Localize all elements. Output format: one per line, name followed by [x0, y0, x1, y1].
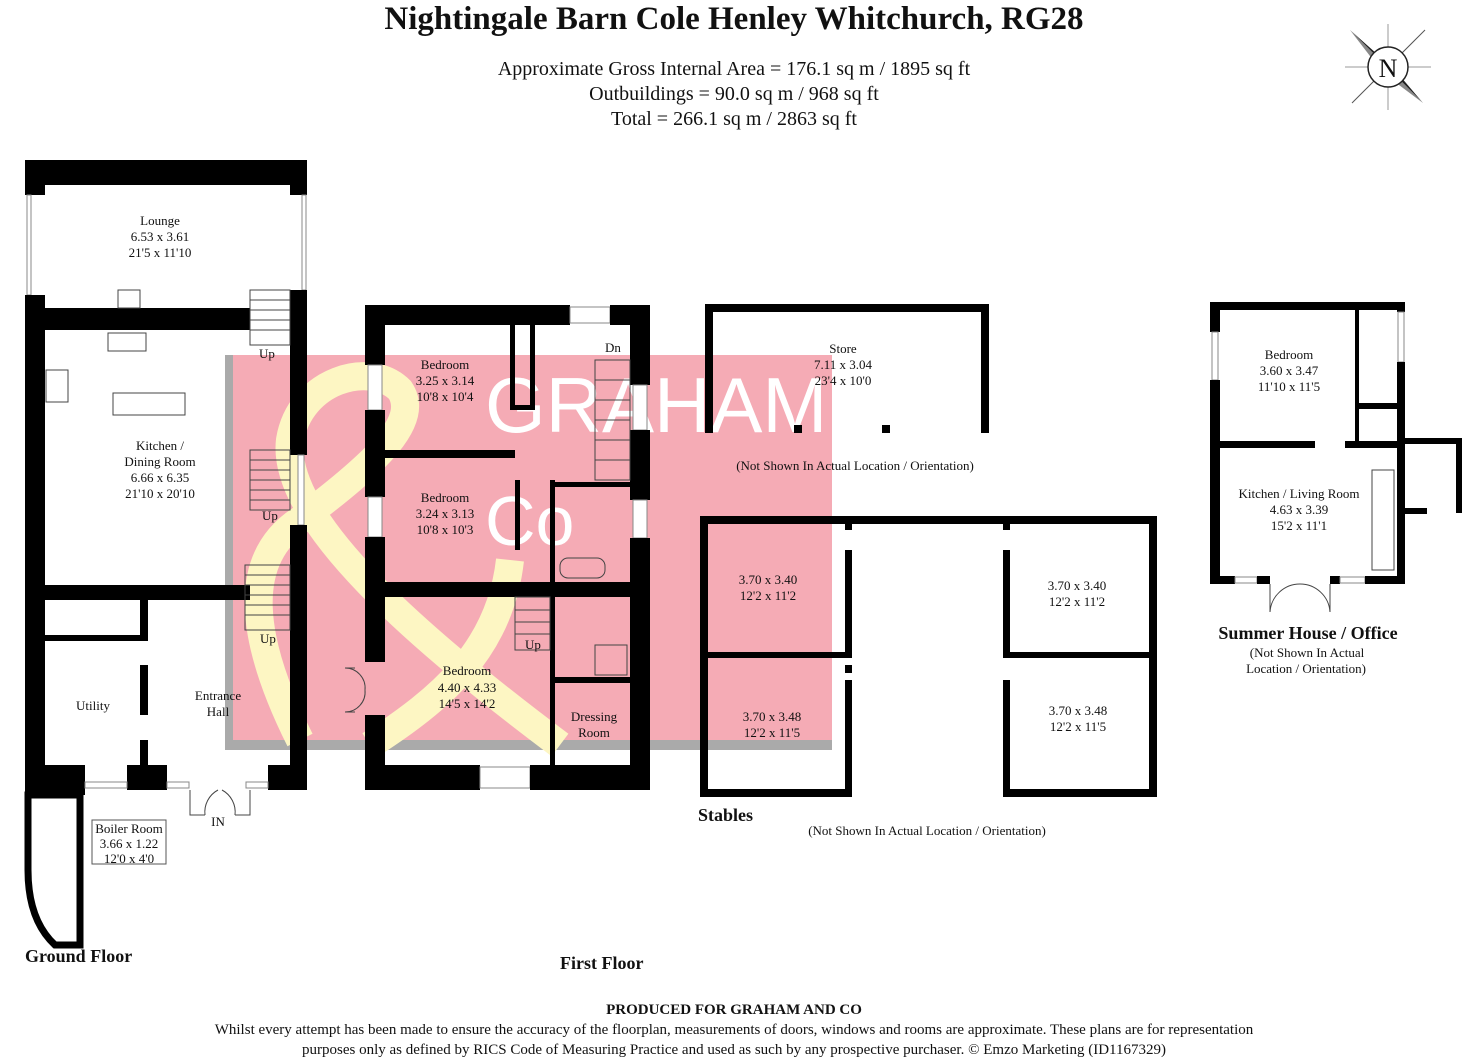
room-imperial: 12'2 x 11'5	[744, 725, 800, 740]
summer-house-note: (Not Shown In Actual	[1250, 645, 1365, 660]
room-bedroom-3: Bedroom 4.40 x 4.33 14'5 x 14'2	[438, 663, 497, 711]
room-dressing-room: Room	[578, 725, 610, 740]
store-location-note: (Not Shown In Actual Location / Orientat…	[736, 458, 974, 473]
room-name: Boiler Room	[95, 821, 163, 836]
room-imperial: 23'4 x 10'0	[815, 373, 872, 388]
stable-box-4: 3.70 x 3.48 12'2 x 11'5	[1049, 703, 1108, 734]
room-lounge: Lounge 6.53 x 3.61 21'5 x 11'10	[129, 213, 192, 260]
room-imperial: 12'2 x 11'2	[1049, 594, 1105, 609]
watermark-border-bottom	[225, 740, 832, 750]
stairs-up-label: Up	[525, 637, 541, 652]
gross-internal-area: Approximate Gross Internal Area = 176.1 …	[498, 58, 971, 80]
room-name: Store	[829, 341, 857, 356]
room-summer-bedroom: Bedroom 3.60 x 3.47 11'10 x 11'5	[1258, 347, 1320, 394]
room-kitchen-dining: Kitchen / Dining Room 6.66 x 6.35 21'10 …	[124, 438, 195, 501]
room-name: Kitchen /	[136, 438, 184, 453]
stables-label: Stables	[698, 805, 753, 825]
room-imperial: 12'0 x 4'0	[104, 851, 154, 866]
room-metric: 4.63 x 3.39	[1270, 502, 1329, 517]
stairs-up-label: Up	[262, 508, 278, 523]
room-name: Lounge	[140, 213, 180, 228]
page-title: Nightingale Barn Cole Henley Whitchurch,…	[384, 1, 1083, 37]
room-metric: 3.70 x 3.48	[1049, 703, 1108, 718]
ground-floor-label: Ground Floor	[25, 946, 132, 966]
compass-north-label: N	[1379, 54, 1398, 83]
stairs-up-label: Up	[259, 346, 275, 361]
watermark-text-co: Co	[485, 482, 574, 560]
ground-floor-walls	[24, 160, 307, 949]
first-floor-walls	[344, 305, 650, 790]
summer-house-walls	[1210, 302, 1462, 613]
room-name: Kitchen / Living Room	[1239, 486, 1360, 501]
room-metric: 3.70 x 3.40	[739, 572, 798, 587]
room-metric: 4.40 x 4.33	[438, 680, 497, 695]
summer-house-label: Summer House / Office	[1218, 623, 1397, 643]
watermark-text-graham: GRAHAM	[485, 361, 827, 449]
room-bedroom-1: Bedroom 3.25 x 3.14 10'8 x 10'4	[416, 357, 475, 404]
room-metric: 3.60 x 3.47	[1260, 363, 1319, 378]
room-metric: 3.70 x 3.48	[743, 709, 802, 724]
room-boiler-room: Boiler Room 3.66 x 1.22 12'0 x 4'0	[91, 819, 167, 866]
room-name: Bedroom	[1265, 347, 1313, 362]
room-metric: 6.53 x 3.61	[131, 229, 190, 244]
room-imperial: 14'5 x 14'2	[439, 696, 496, 711]
room-dressing-room: Dressing	[571, 709, 618, 724]
watermark: GRAHAM Co	[225, 355, 832, 757]
stables-walls	[700, 516, 1157, 797]
store-walls	[705, 304, 989, 433]
room-name: Dining Room	[124, 454, 195, 469]
room-imperial: 21'5 x 11'10	[129, 245, 192, 260]
disclaimer-line: purposes only as defined by RICS Code of…	[302, 1042, 1166, 1058]
total-area: Total = 266.1 sq m / 2863 sq ft	[611, 108, 857, 130]
room-imperial: 15'2 x 11'1	[1271, 518, 1327, 533]
room-entrance-hall: Entrance	[195, 688, 241, 703]
room-store: Store 7.11 x 3.04 23'4 x 10'0	[814, 341, 873, 388]
room-metric: 6.66 x 6.35	[131, 470, 190, 485]
stairs-up-label: Up	[260, 631, 276, 646]
room-imperial: 12'2 x 11'5	[1050, 719, 1106, 734]
room-imperial: 10'8 x 10'3	[417, 522, 474, 537]
room-entrance-hall: Hall	[207, 704, 230, 719]
room-utility: Utility	[76, 698, 110, 713]
produced-for-label: PRODUCED FOR GRAHAM AND CO	[606, 1002, 862, 1018]
stable-box-2: 3.70 x 3.48 12'2 x 11'5	[743, 709, 802, 740]
watermark-border-left	[225, 355, 233, 750]
first-floor-label: First Floor	[560, 953, 643, 973]
room-metric: 3.24 x 3.13	[416, 506, 475, 521]
room-metric: 3.66 x 1.22	[100, 836, 159, 851]
room-imperial: 10'8 x 10'4	[417, 389, 474, 404]
stable-box-1: 3.70 x 3.40 12'2 x 11'2	[739, 572, 798, 603]
room-imperial: 11'10 x 11'5	[1258, 379, 1320, 394]
compass-icon: N	[1345, 24, 1431, 110]
room-metric: 7.11 x 3.04	[814, 357, 873, 372]
summer-house-note: Location / Orientation)	[1246, 661, 1366, 676]
outbuildings-area: Outbuildings = 90.0 sq m / 968 sq ft	[589, 83, 879, 105]
stable-box-3: 3.70 x 3.40 12'2 x 11'2	[1048, 578, 1107, 609]
room-metric: 3.25 x 3.14	[416, 373, 475, 388]
stairs-down-label: Dn	[605, 340, 621, 355]
room-imperial: 21'10 x 20'10	[125, 486, 195, 501]
stables-location-note: (Not Shown In Actual Location / Orientat…	[808, 823, 1046, 838]
room-name: Bedroom	[421, 357, 469, 372]
room-kitchen-living: Kitchen / Living Room 4.63 x 3.39 15'2 x…	[1239, 486, 1360, 533]
room-imperial: 12'2 x 11'2	[740, 588, 796, 603]
room-name: Bedroom	[421, 490, 469, 505]
disclaimer-line: Whilst every attempt has been made to en…	[215, 1022, 1254, 1038]
room-name: Bedroom	[443, 663, 491, 678]
entrance-label: IN	[211, 814, 225, 829]
room-metric: 3.70 x 3.40	[1048, 578, 1107, 593]
room-bedroom-2: Bedroom 3.24 x 3.13 10'8 x 10'3	[416, 490, 475, 537]
